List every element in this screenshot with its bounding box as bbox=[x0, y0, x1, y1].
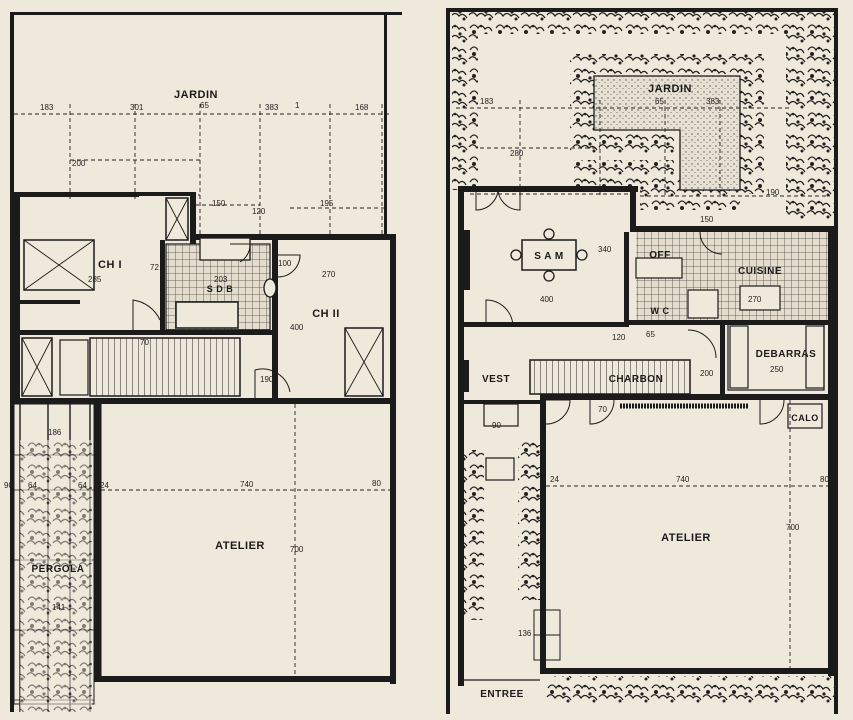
dim-72: 72 bbox=[150, 263, 159, 272]
dim-186: 186 bbox=[48, 428, 62, 437]
bathtub bbox=[175, 301, 239, 329]
dim-740: 740 bbox=[240, 480, 254, 489]
washbasin bbox=[199, 237, 251, 261]
upper-floor-plan bbox=[446, 8, 838, 714]
garden-right-wall bbox=[384, 12, 387, 237]
dim-141: 141 bbox=[52, 603, 66, 612]
doors bbox=[132, 243, 301, 398]
ground-floor-plan bbox=[10, 12, 402, 712]
garden-dimension-line bbox=[14, 104, 390, 240]
dim-upper-65b: 65 bbox=[646, 330, 655, 339]
dim-80: 80 bbox=[372, 479, 381, 488]
dim-150: 150 bbox=[212, 199, 226, 208]
dim-168: 168 bbox=[355, 103, 369, 112]
dim-1: 1 bbox=[295, 101, 300, 110]
garden-bed bbox=[593, 75, 741, 191]
landing bbox=[59, 339, 89, 396]
dim-100: 100 bbox=[278, 259, 292, 268]
upper-doors bbox=[475, 185, 785, 661]
dim-64-a: 64 bbox=[28, 481, 37, 490]
dim-90: 90 bbox=[4, 481, 13, 490]
dim-64-b: 64 bbox=[78, 481, 87, 490]
left-boundary-wall bbox=[10, 12, 14, 712]
staircase bbox=[89, 337, 241, 397]
room-label-calo: CALO bbox=[791, 413, 819, 423]
dim-upper-24: 24 bbox=[550, 475, 559, 484]
dim-190: 190 bbox=[260, 375, 274, 384]
dim-upper-200: 200 bbox=[700, 369, 714, 378]
room-label-ch2: CH II bbox=[312, 308, 340, 320]
room-label-pergola: PERGOLA bbox=[32, 564, 85, 575]
dim-upper-740: 740 bbox=[676, 475, 690, 484]
house-walls bbox=[14, 192, 396, 684]
dim-upper-190: 190 bbox=[766, 188, 780, 197]
dim-upper-340: 340 bbox=[598, 245, 612, 254]
dim-183: 183 bbox=[40, 103, 54, 112]
wardrobe-ch1-small bbox=[165, 197, 189, 241]
entry-mat bbox=[485, 457, 515, 481]
dim-120: 120 bbox=[252, 207, 266, 216]
dim-285: 285 bbox=[88, 275, 102, 284]
hedges bbox=[452, 12, 834, 704]
room-label-wc: W C bbox=[651, 306, 670, 316]
dim-upper-136: 136 bbox=[518, 629, 532, 638]
dim-upper-270: 270 bbox=[748, 295, 762, 304]
upper-staircase bbox=[529, 359, 691, 395]
dim-upper-90: 90 bbox=[492, 421, 501, 430]
room-label-jardin-upper: JARDIN bbox=[648, 83, 692, 95]
room-label-charbon: CHARBON bbox=[609, 374, 664, 385]
dim-301: 301 bbox=[130, 103, 144, 112]
entry-cabinet bbox=[483, 403, 519, 427]
dim-upper-400: 400 bbox=[540, 295, 554, 304]
dim-270: 270 bbox=[322, 270, 336, 279]
wardrobe-ch2 bbox=[344, 327, 384, 397]
dim-upper-383: 383 bbox=[706, 97, 720, 106]
ground-floor-dimensions: 183 301 65 383 1 168 200 150 120 195 72 … bbox=[4, 101, 381, 612]
pergola-area bbox=[13, 403, 95, 712]
dim-65: 65 bbox=[200, 101, 209, 110]
wardrobe-ch1 bbox=[23, 239, 95, 291]
dim-upper-150: 150 bbox=[700, 215, 714, 224]
room-label-ch1: CH I bbox=[98, 259, 122, 271]
office-counter bbox=[635, 257, 683, 279]
dim-upper-80: 80 bbox=[820, 475, 829, 484]
dim-upper-280: 280 bbox=[510, 149, 524, 158]
dim-upper-700: 700 bbox=[786, 523, 800, 532]
room-label-debarras: DEBARRAS bbox=[756, 349, 817, 360]
wardrobe-landing bbox=[21, 337, 53, 397]
toilet bbox=[263, 278, 277, 298]
room-label-off: OFF bbox=[649, 250, 671, 261]
dining-table-group bbox=[510, 228, 588, 282]
dim-400: 400 bbox=[290, 323, 304, 332]
upper-floor-dimensions: 183 280 65 383 190 340 400 270 65 250 90… bbox=[480, 97, 829, 638]
dim-upper-65: 65 bbox=[655, 97, 664, 106]
dim-24: 24 bbox=[100, 481, 109, 490]
stove bbox=[739, 285, 781, 311]
room-label-jardin-ground: JARDIN bbox=[174, 89, 218, 101]
dim-upper-183: 183 bbox=[480, 97, 494, 106]
room-label-entree: ENTREE bbox=[480, 689, 524, 700]
dim-upper-120: 120 bbox=[612, 333, 626, 342]
room-label-vest: VEST bbox=[482, 374, 510, 385]
calo-box bbox=[787, 403, 823, 429]
room-label-atelier-upper: ATELIER bbox=[661, 532, 711, 544]
dim-700: 700 bbox=[290, 545, 304, 554]
room-label-cuisine: CUISINE bbox=[738, 266, 782, 277]
top-boundary-wall bbox=[12, 12, 402, 15]
dim-200: 200 bbox=[72, 159, 86, 168]
dim-upper-70: 70 bbox=[598, 405, 607, 414]
room-label-sam: S A M bbox=[534, 251, 564, 262]
room-label-sdb: S D B bbox=[207, 284, 234, 294]
upper-top-boundary-wall bbox=[446, 8, 838, 12]
dim-195: 195 bbox=[320, 199, 334, 208]
dim-203: 203 bbox=[214, 275, 228, 284]
wc-room bbox=[687, 289, 719, 319]
dim-383: 383 bbox=[265, 103, 279, 112]
dining-table bbox=[521, 239, 577, 271]
dim-70: 70 bbox=[140, 338, 149, 347]
room-label-atelier-ground: ATELIER bbox=[215, 540, 265, 552]
dim-upper-250: 250 bbox=[770, 365, 784, 374]
